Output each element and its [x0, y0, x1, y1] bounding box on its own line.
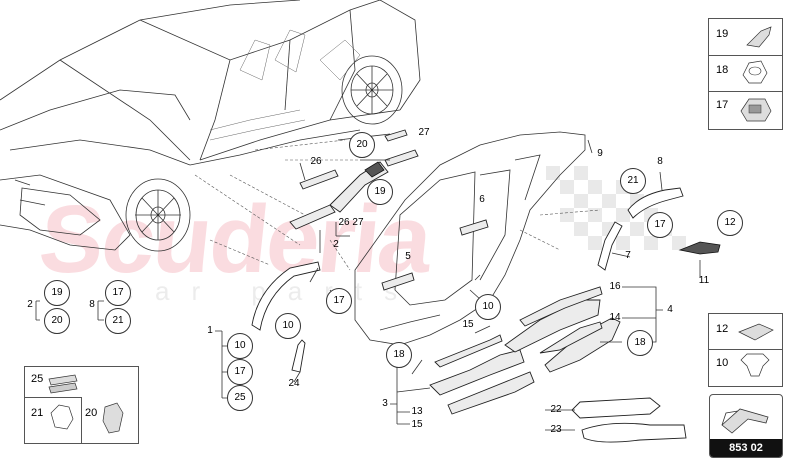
label-5[interactable]: 5 — [405, 251, 411, 262]
callout-19-group2[interactable]: 19 — [44, 280, 70, 306]
front-arch-parts — [251, 261, 321, 373]
emblems — [571, 397, 687, 443]
label-8-group[interactable]: 8 — [89, 299, 95, 310]
label-2-under[interactable]: 2 — [333, 239, 339, 250]
rear-wheel — [341, 55, 403, 125]
legend-num-17[interactable]: 17 — [716, 99, 729, 111]
label-2-group[interactable]: 2 — [27, 299, 33, 310]
legend-right-mid: 12 10 — [708, 313, 783, 387]
callout-12-right[interactable]: 12 — [717, 210, 743, 236]
callout-18-right[interactable]: 18 — [627, 330, 653, 356]
arrow-icon — [721, 408, 769, 434]
legend-num-25[interactable]: 25 — [31, 373, 44, 385]
label-1[interactable]: 1 — [207, 325, 213, 336]
label-13[interactable]: 13 — [411, 406, 423, 417]
callout-17-group8[interactable]: 17 — [105, 280, 131, 306]
callout-19-door[interactable]: 19 — [367, 179, 393, 205]
strip-25-icon — [48, 374, 78, 386]
right-arch-parts — [597, 187, 721, 271]
label-9[interactable]: 9 — [597, 148, 603, 159]
legend-num-19[interactable]: 19 — [716, 28, 729, 40]
label-4[interactable]: 4 — [667, 304, 673, 315]
callout-17-group1[interactable]: 17 — [227, 359, 253, 385]
label-24[interactable]: 24 — [288, 378, 300, 389]
legend-num-18[interactable]: 18 — [716, 64, 729, 76]
car-outline — [0, 0, 421, 251]
clip-19-icon — [746, 26, 772, 48]
label-8[interactable]: 8 — [657, 156, 663, 167]
legend-left-low: 25 21 20 — [24, 366, 139, 444]
pad-12-icon — [738, 323, 774, 341]
label-7[interactable]: 7 — [625, 250, 631, 261]
callout-20-door[interactable]: 20 — [349, 132, 375, 158]
legend-num-20[interactable]: 20 — [85, 407, 98, 419]
sill-strips-top — [289, 129, 419, 237]
badge-code: 853 02 — [710, 439, 782, 457]
clip-10-icon — [740, 353, 770, 377]
label-26-top[interactable]: 26 — [310, 156, 322, 167]
grommet-18-icon — [742, 60, 768, 84]
label-16[interactable]: 16 — [609, 281, 621, 292]
callout-10-group1[interactable]: 10 — [227, 333, 253, 359]
leader-dashes — [194, 139, 601, 271]
callout-18-mid[interactable]: 18 — [386, 342, 412, 368]
legend-right-top-icons — [740, 26, 772, 122]
legend-num-12[interactable]: 12 — [716, 323, 729, 335]
label-22[interactable]: 22 — [550, 404, 562, 415]
label-26-27[interactable]: 26 27 — [338, 217, 364, 228]
legend-right-mid-icons — [738, 323, 774, 377]
label-23[interactable]: 23 — [550, 424, 562, 435]
label-14[interactable]: 14 — [609, 312, 621, 323]
clip-21-icon — [50, 404, 74, 430]
page-badge[interactable]: 853 02 — [709, 394, 783, 458]
callout-17-right[interactable]: 17 — [647, 212, 673, 238]
leader-lines — [35, 133, 701, 431]
callout-17-flare[interactable]: 17 — [326, 288, 352, 314]
clip-20-icon — [102, 402, 124, 434]
callout-20-group2[interactable]: 20 — [44, 308, 70, 334]
callout-25-group1[interactable]: 25 — [227, 385, 253, 411]
label-3[interactable]: 3 — [382, 398, 388, 409]
callout-21-right[interactable]: 21 — [620, 168, 646, 194]
legend-num-21[interactable]: 21 — [31, 407, 44, 419]
sill-covers — [429, 286, 621, 415]
pillar-trims — [381, 219, 489, 291]
callout-10-flare[interactable]: 10 — [275, 313, 301, 339]
label-15-low[interactable]: 15 — [411, 419, 423, 430]
label-27-top[interactable]: 27 — [418, 127, 430, 138]
legend-right-top: 19 18 17 — [708, 18, 783, 130]
front-wheel — [125, 178, 191, 252]
callout-10-mid[interactable]: 10 — [475, 294, 501, 320]
car-interior — [209, 29, 361, 141]
callout-21-group8[interactable]: 21 — [105, 308, 131, 334]
legend-num-10[interactable]: 10 — [716, 357, 729, 369]
label-15-mid[interactable]: 15 — [462, 319, 474, 330]
label-11[interactable]: 11 — [698, 275, 710, 286]
label-6[interactable]: 6 — [479, 194, 485, 205]
legend-left-low-icons — [48, 374, 124, 434]
